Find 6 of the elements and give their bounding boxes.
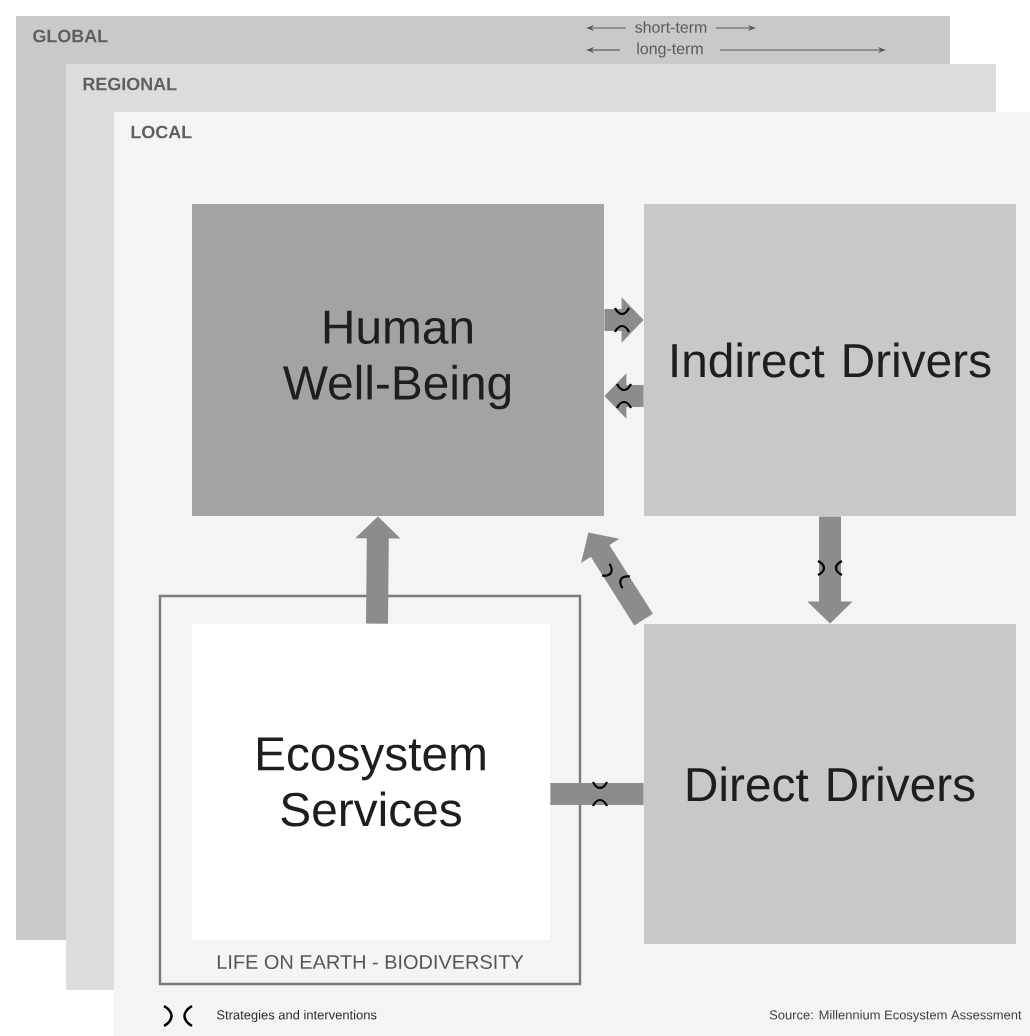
concept-box: Ecosystem Services bbox=[192, 624, 550, 940]
node-label: GLOBAL bbox=[33, 29, 108, 43]
arrow bbox=[581, 532, 653, 626]
concept-box: Human Well-Being bbox=[192, 204, 604, 516]
concept-box: Indirect Drivers bbox=[644, 204, 1016, 516]
concept-box: Direct Drivers bbox=[644, 624, 1016, 944]
